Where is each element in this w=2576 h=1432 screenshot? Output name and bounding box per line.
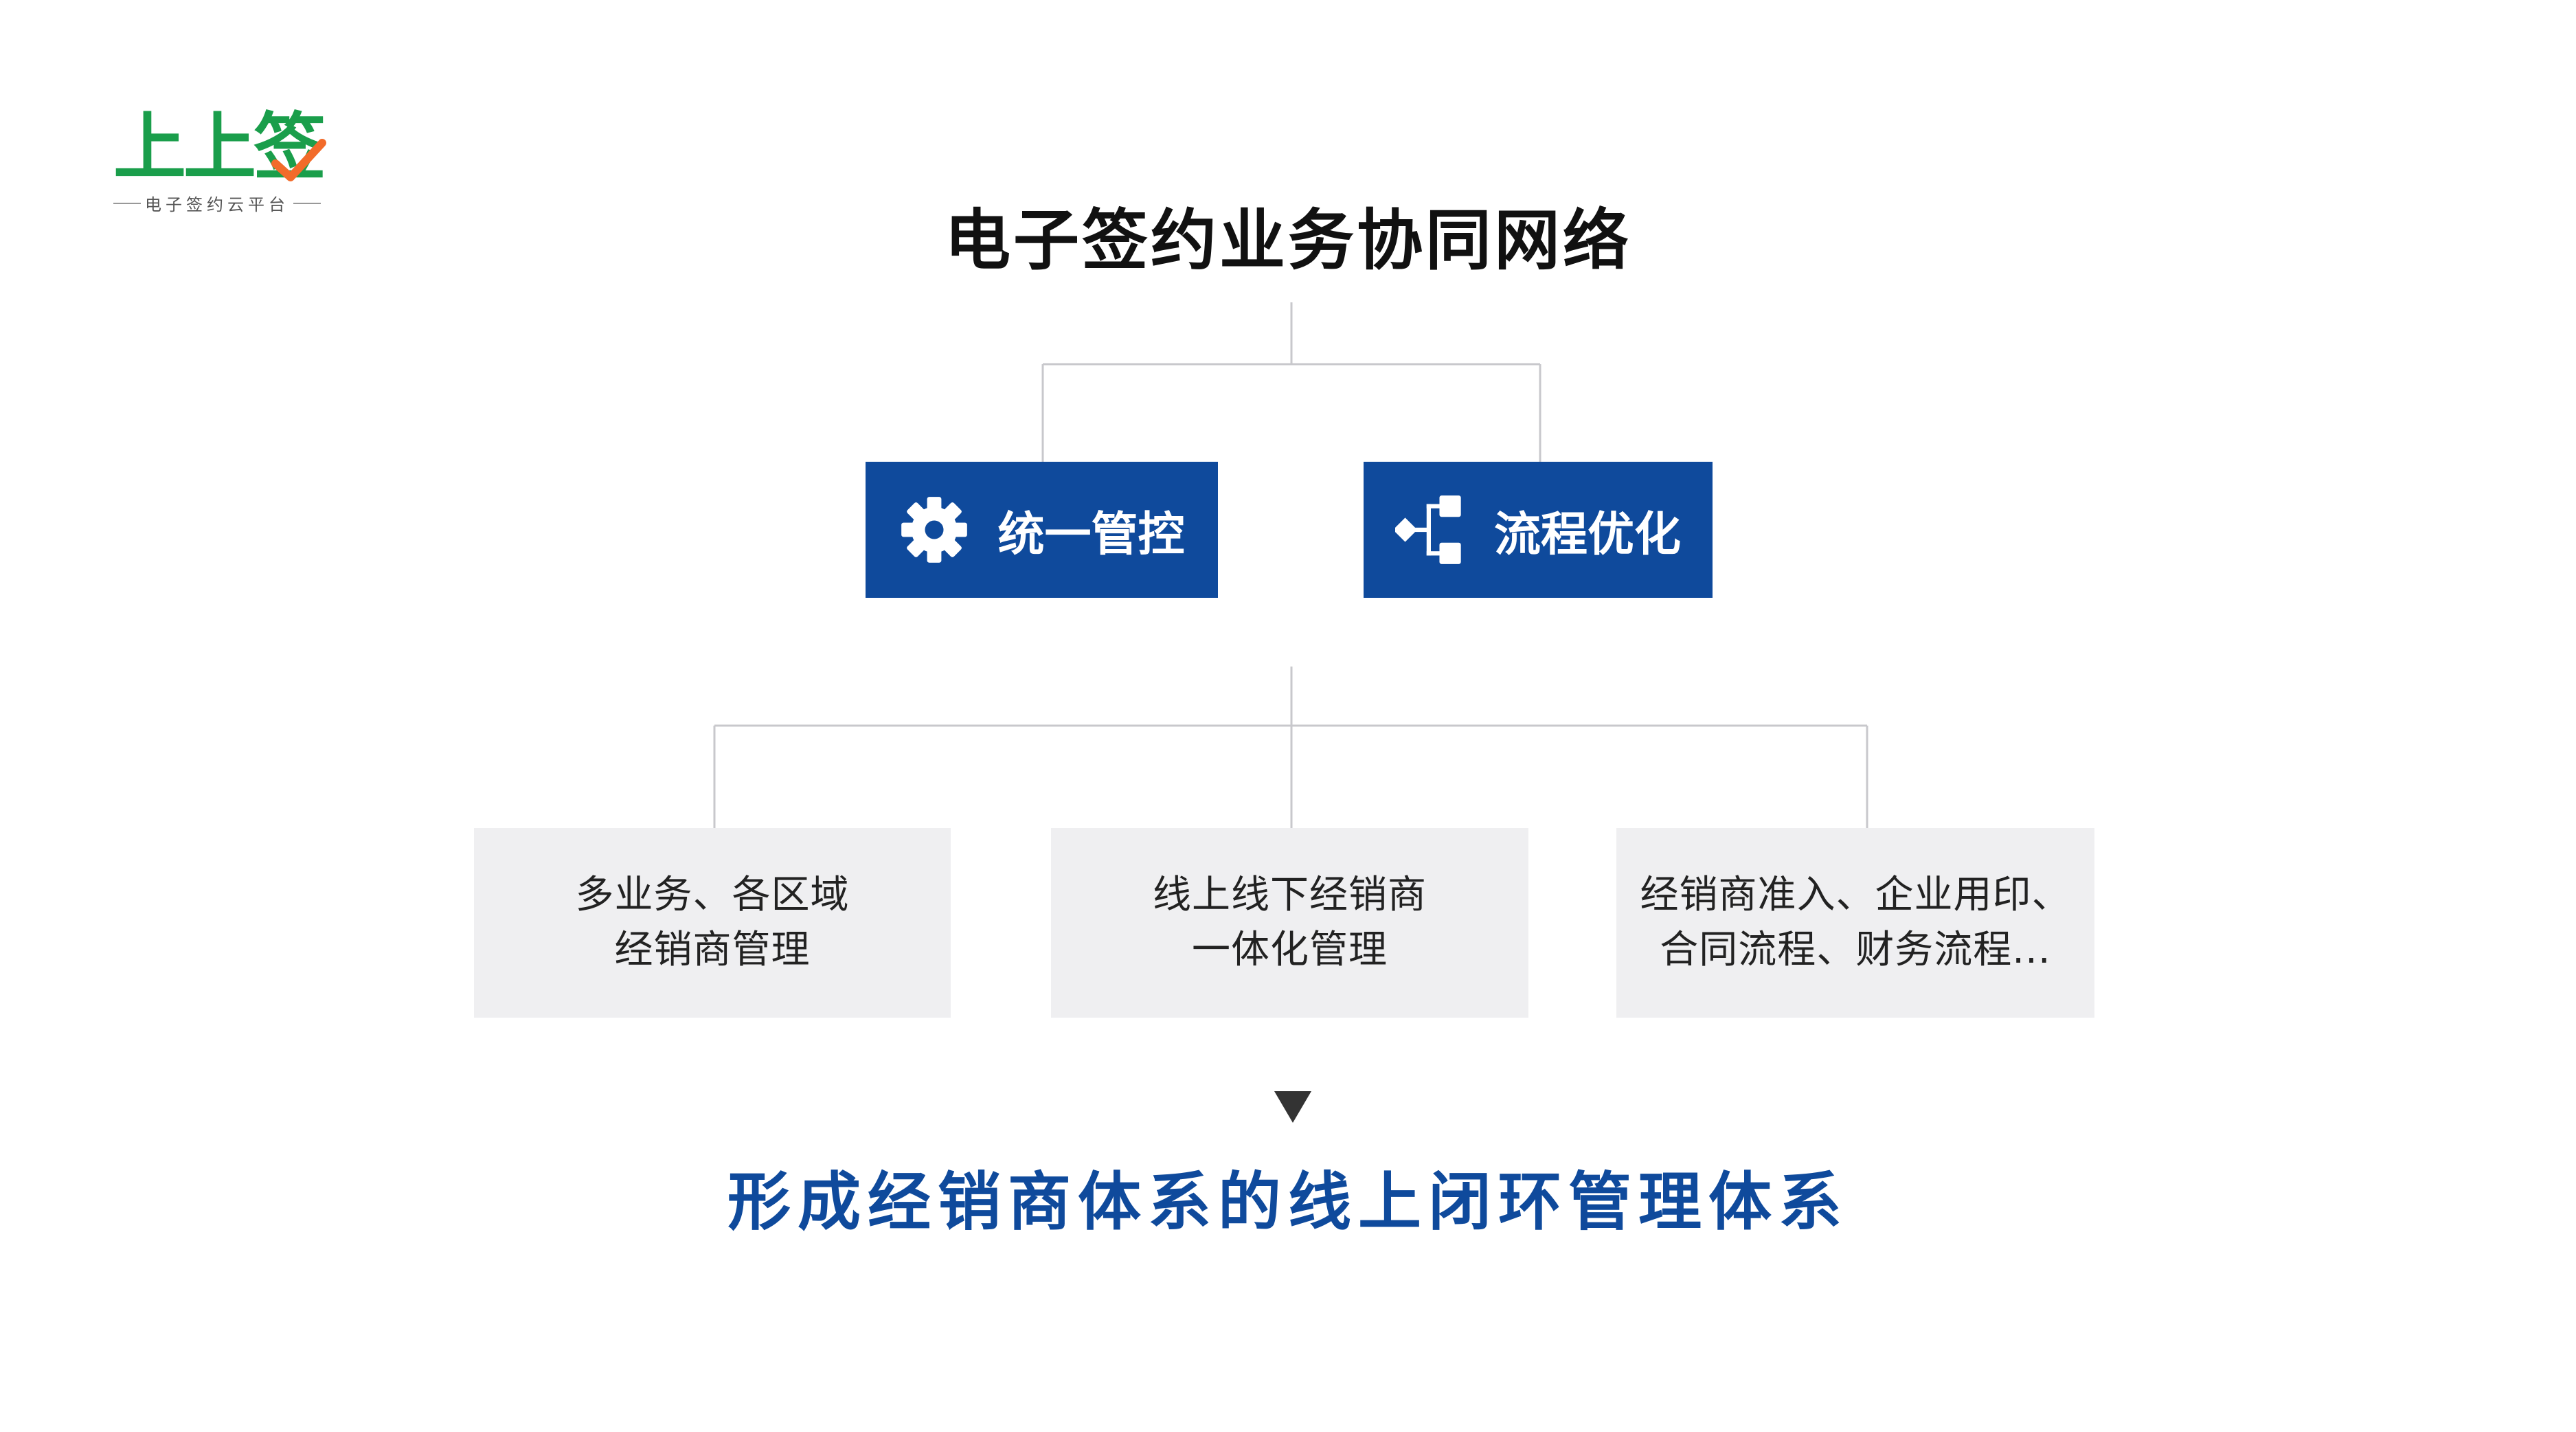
gear-icon: [901, 497, 968, 563]
capability-multi-region: 多业务、各区域 经销商管理: [474, 828, 951, 1018]
capability-line: 经销商管理: [614, 928, 811, 972]
brand-logo: 上上签 电子签约云平台: [113, 110, 333, 215]
diagram-title: 电子签约业务协同网络: [945, 202, 1631, 279]
pillars-to-capabilities-connector: [713, 667, 1868, 828]
title-to-pillars-connector: [1041, 302, 1541, 462]
capability-line: 经销商准入、企业用印、: [1640, 873, 2071, 917]
capability-online-offline: 线上线下经销商 一体化管理: [1051, 828, 1528, 1018]
capability-line: 一体化管理: [1192, 928, 1388, 972]
conclusion-text: 形成经销商体系的线上闭环管理体系: [727, 1165, 1849, 1239]
down-arrow-icon: [1274, 1091, 1311, 1123]
capability-line: 线上线下经销商: [1153, 873, 1427, 917]
tagline-rule-right: [293, 202, 321, 204]
checkmark-icon: [271, 139, 326, 181]
capability-line: 多业务、各区域: [575, 873, 850, 917]
logo-tagline-text: 电子签约云平台: [145, 195, 289, 214]
logo-tagline: 电子签约云平台: [113, 191, 326, 215]
pillar-unified-control: 统一管控: [866, 462, 1218, 598]
workflow-icon: [1394, 495, 1461, 564]
pillar-label: 流程优化: [1493, 507, 1681, 562]
capability-line: 合同流程、财务流程...: [1660, 928, 2051, 972]
tagline-rule-left: [113, 202, 141, 204]
pillar-label: 统一管控: [997, 507, 1185, 562]
capability-processes: 经销商准入、企业用印、 合同流程、财务流程...: [1616, 828, 2094, 1018]
pillar-process-optimization: 流程优化: [1364, 462, 1713, 598]
